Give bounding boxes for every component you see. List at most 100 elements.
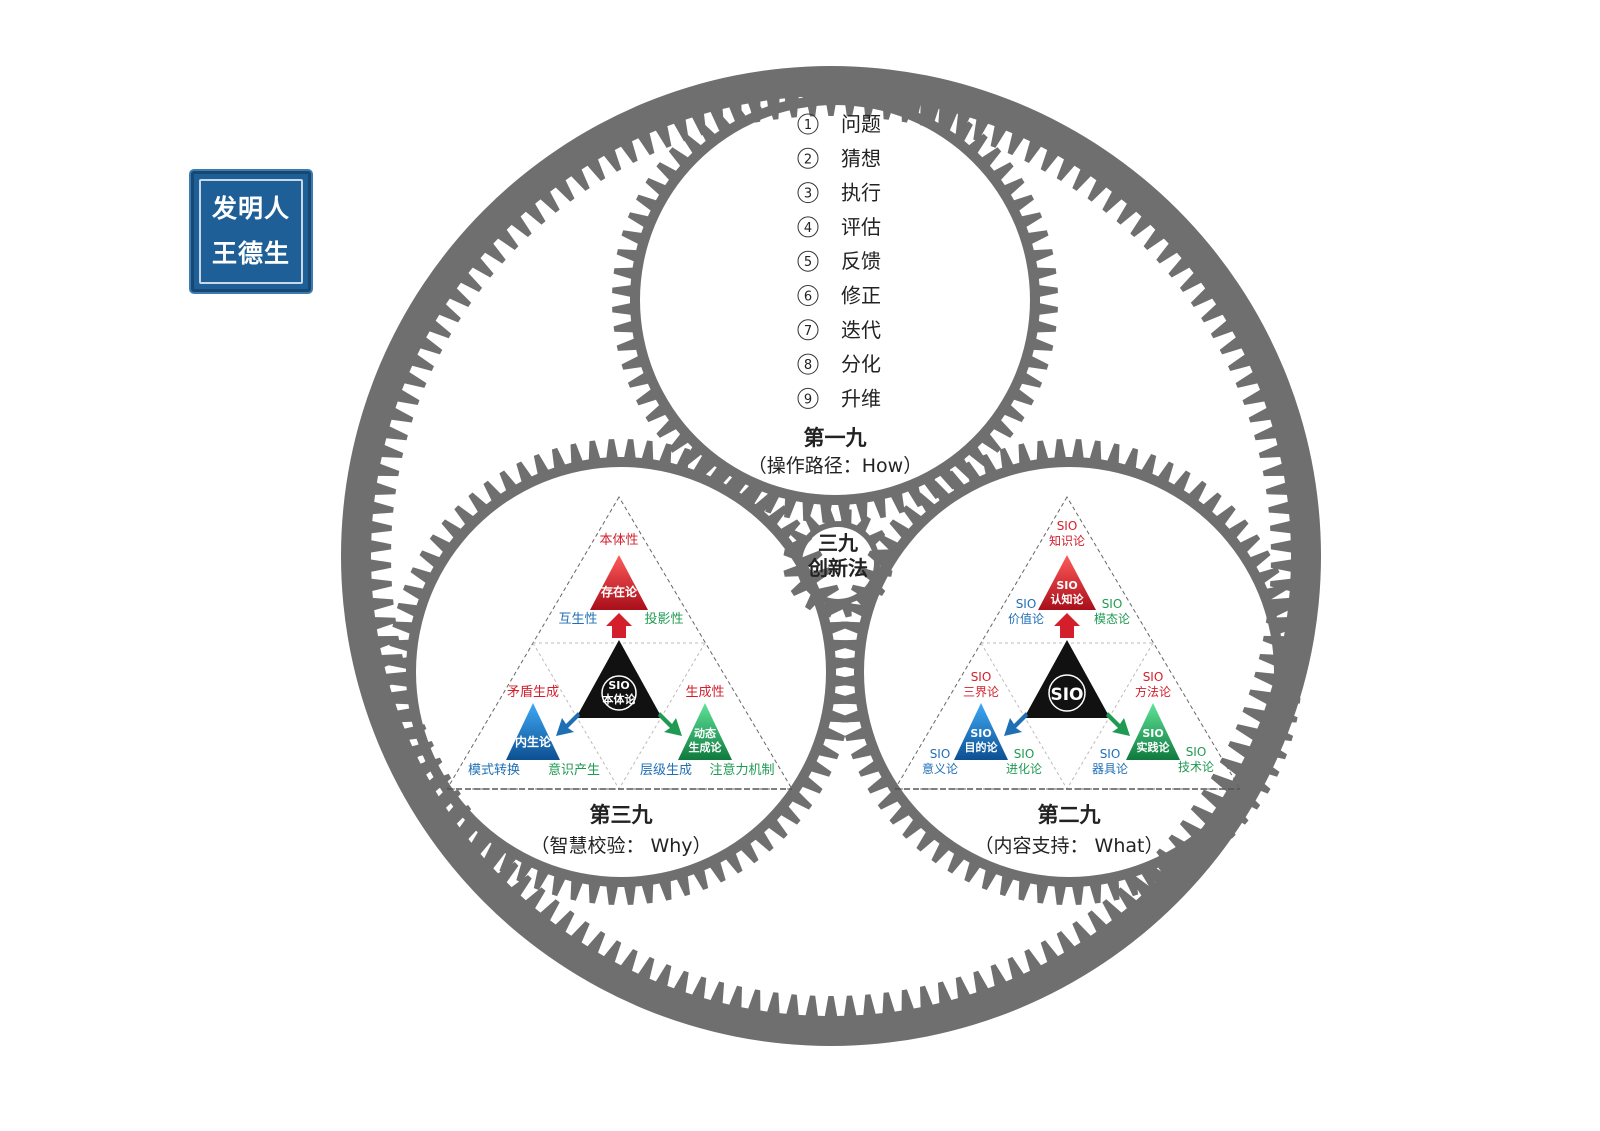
step-list: 1 问题 2 猜想 3 执行 4 评估 5 反馈 6 修正 7 迭代 8 分化 9 升维 [797, 112, 881, 410]
step-number: 7 [804, 324, 812, 339]
left-label-top-red: 本体性 [599, 533, 638, 548]
right-label-left-bottom-blue-1: SIO [930, 747, 951, 761]
right-label-left-bottom-green-2: 进化论 [1006, 762, 1042, 776]
right-label-left-red-1: SIO [971, 670, 992, 684]
right-right-triangle-line1: SIO [1142, 727, 1163, 740]
right-center-triangle [1024, 640, 1110, 718]
stamp-frame [199, 179, 303, 284]
left-left-triangle [506, 703, 560, 760]
right-center-label: SIO [1050, 685, 1083, 705]
step-label: 升维 [841, 386, 881, 410]
left-arrow-right [658, 712, 682, 736]
right-label-top-right-green-1: SIO [1102, 597, 1123, 611]
hub-label-line2: 创新法 [807, 556, 868, 580]
right-label-right-bottom-blue-1: SIO [1100, 747, 1121, 761]
right-label-top-red-2: 知识论 [1049, 534, 1085, 548]
left-right-triangle [678, 703, 732, 760]
right-label-top-left-blue-1: SIO [1016, 597, 1037, 611]
step-number-circle [797, 182, 819, 204]
left-label-left-bottom-blue: 模式转换 [468, 763, 520, 778]
top-gear-title: 第一九 [804, 426, 867, 450]
left-center-line2: 本体论 [603, 692, 637, 706]
step-number: 4 [804, 221, 812, 236]
right-gear-subtitle: （内容支持： What） [975, 835, 1164, 857]
stamp-line-1: 发明人 [211, 194, 290, 223]
left-top-triangle-label: 存在论 [600, 584, 638, 599]
step-number: 8 [804, 358, 812, 373]
hub-label-line1: 三九 [818, 531, 858, 555]
step-number: 3 [804, 187, 812, 202]
left-gear-title: 第三九 [590, 803, 653, 827]
left-center-circle [601, 675, 637, 711]
step-number: 1 [804, 118, 812, 133]
right-label-right-bottom-blue-2: 器具论 [1092, 762, 1128, 776]
step-number-circle [797, 147, 819, 169]
right-top-triangle-line2: 认知论 [1051, 592, 1085, 606]
right-left-triangle-line1: SIO [970, 727, 991, 740]
right-label-left-red-2: 三界论 [963, 685, 999, 699]
right-arrow-left [1004, 712, 1028, 736]
right-left-triangle [954, 703, 1008, 760]
right-arrow-up [1054, 613, 1080, 638]
step-number: 9 [804, 392, 812, 407]
step-label: 评估 [841, 215, 881, 239]
step-label: 问题 [841, 112, 881, 136]
top-gear-subtitle: （操作路径：How） [748, 455, 922, 477]
left-center-line1: SIO [608, 679, 629, 692]
step-number: 5 [804, 255, 812, 270]
left-label-right-red: 生成性 [685, 685, 724, 700]
right-label-top-left-blue-2: 价值论 [1008, 611, 1044, 626]
gear-hub-teeth [783, 508, 893, 618]
step-number-circle [797, 387, 819, 409]
left-arrow-up [606, 613, 632, 638]
right-label-top-right-green-2: 模态论 [1094, 612, 1130, 626]
right-right-triangle-line2: 实践论 [1137, 740, 1171, 754]
step-number: 2 [804, 152, 812, 167]
right-right-triangle [1126, 703, 1180, 760]
left-right-triangle-line1: 动态 [694, 726, 716, 740]
step-number-circle [797, 353, 819, 375]
left-gear-subtitle: （智慧校验： Why） [530, 835, 711, 857]
right-top-triangle-line1: SIO [1056, 579, 1077, 592]
step-number-circle [797, 319, 819, 341]
left-right-triangle-line2: 生成论 [689, 740, 723, 754]
step-number-circle [797, 216, 819, 238]
right-gear-title: 第二九 [1038, 803, 1101, 827]
left-label-left-red: 矛盾生成 [507, 685, 559, 700]
left-label-left-bottom-green: 意识产生 [548, 762, 600, 778]
right-label-right-bottom-green-1: SIO [1186, 745, 1207, 759]
left-top-triangle [590, 555, 648, 610]
left-label-top-right-green: 投影性 [644, 611, 683, 627]
step-label: 猜想 [841, 146, 881, 170]
right-left-triangle-line2: 目的论 [965, 740, 999, 754]
right-label-top-red-1: SIO [1057, 519, 1078, 533]
right-triangle-diagram: SIO 认知论 SIO SIO 目的论 SIO 实践论 SIO 知识论 SIO … [894, 496, 1241, 790]
right-center-circle [1048, 674, 1086, 712]
step-label: 分化 [841, 352, 881, 376]
step-number: 6 [804, 290, 812, 305]
step-label: 修正 [841, 284, 881, 308]
step-number-circle [797, 285, 819, 306]
right-label-right-red-1: SIO [1143, 670, 1164, 684]
left-label-right-bottom-green: 注意力机制 [709, 762, 774, 778]
step-label: 反馈 [841, 249, 881, 273]
left-arrow-left [556, 712, 580, 736]
center-hub-gear [783, 508, 893, 618]
left-label-right-bottom-blue: 层级生成 [640, 763, 692, 778]
stamp-line-2: 王德生 [211, 239, 290, 268]
step-number-circle [797, 113, 819, 135]
right-label-left-bottom-blue-2: 意义论 [922, 761, 958, 776]
left-triangle-diagram: 存在论 SIO 本体论 内生论 动态 生成论 本体性 互生性 投影性 矛盾生成 … [446, 496, 793, 790]
step-number-circle [797, 250, 819, 272]
step-label: 执行 [841, 181, 881, 205]
right-top-triangle [1038, 555, 1096, 610]
right-label-right-bottom-green-2: 技术论 [1178, 760, 1214, 774]
right-label-left-bottom-green-1: SIO [1014, 747, 1035, 761]
left-left-triangle-label: 内生论 [515, 734, 552, 749]
right-arrow-right [1106, 712, 1130, 736]
left-center-triangle [576, 640, 662, 718]
inventor-stamp: 发明人 王德生 [191, 171, 311, 292]
step-label: 迭代 [841, 318, 881, 342]
right-label-right-red-2: 方法论 [1135, 684, 1171, 699]
